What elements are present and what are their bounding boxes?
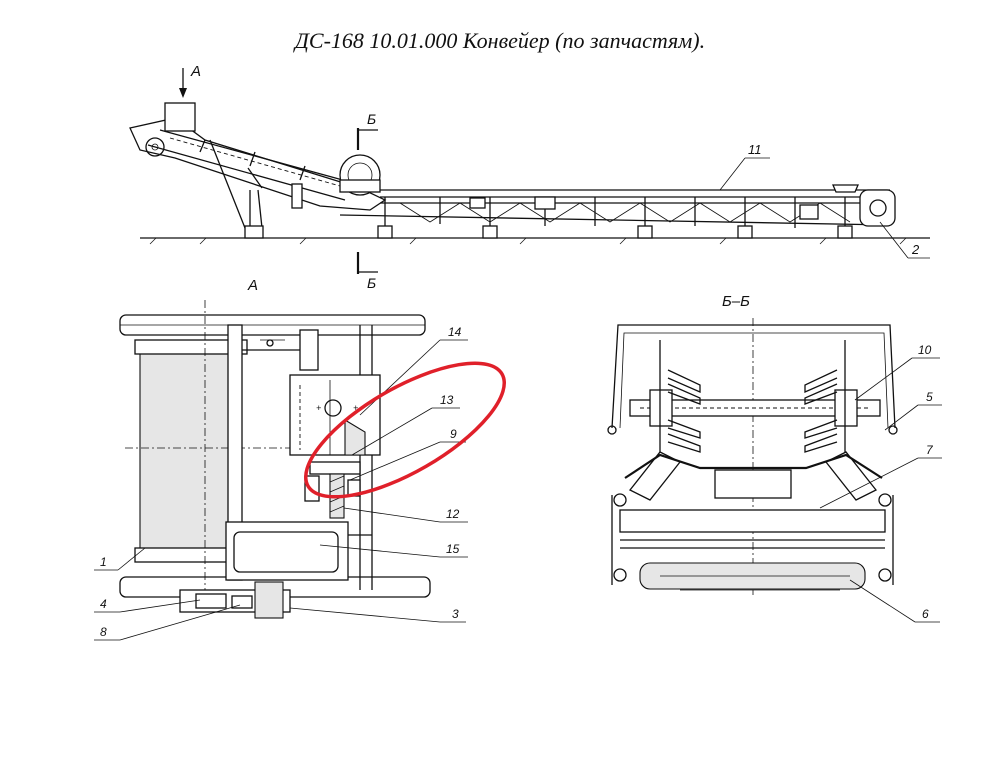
inclined-belt-section: [129, 102, 387, 239]
drive-drum: [339, 154, 381, 196]
highlight-ellipse: [304, 361, 506, 499]
callout-1: 1: [94, 547, 146, 571]
svg-text:+: +: [316, 403, 321, 413]
svg-text:2: 2: [911, 242, 920, 257]
callout-2: 2: [879, 221, 930, 259]
svg-text:4: 4: [100, 597, 107, 611]
callout-4: 4: [94, 597, 201, 613]
svg-text:+: +: [353, 403, 358, 413]
callout-6: 6: [849, 579, 940, 623]
callout-5: 5: [884, 390, 942, 431]
svg-text:11: 11: [748, 142, 762, 157]
view-arrow-a: А: [179, 63, 201, 98]
side-view: А Б Б 11 2: [129, 63, 930, 291]
callout-3: 3: [289, 607, 466, 623]
ground-line: [140, 237, 930, 245]
detail-a-label: А: [247, 277, 258, 294]
section-mark-bottom: Б: [367, 275, 376, 291]
callout-7: 7: [819, 443, 942, 509]
svg-text:10: 10: [918, 343, 932, 357]
section-bb: Б–Б: [607, 293, 942, 623]
svg-text:13: 13: [440, 393, 454, 407]
section-line-bb: Б Б: [356, 111, 378, 291]
svg-text:3: 3: [452, 607, 459, 621]
trough-idlers: [624, 451, 883, 501]
horizontal-belt-section: [339, 184, 896, 239]
callout-11: 11: [719, 142, 770, 191]
svg-text:6: 6: [922, 607, 929, 621]
callout-15: 15: [319, 542, 468, 558]
section-bb-label: Б–Б: [722, 293, 750, 310]
svg-text:14: 14: [448, 325, 462, 339]
detail-view-a: А + +: [94, 277, 506, 641]
callout-12: 12: [343, 507, 468, 523]
svg-text:7: 7: [926, 443, 934, 457]
callout-13: 13: [351, 393, 460, 456]
callout-8: 8: [94, 604, 241, 641]
section-mark-top: Б: [367, 111, 376, 127]
view-mark-a: А: [190, 63, 201, 80]
svg-text:9: 9: [450, 427, 457, 441]
svg-text:1: 1: [100, 555, 107, 569]
svg-text:15: 15: [446, 542, 460, 556]
drawing-title: ДС-168 10.01.000 Конвейер (по запчастям)…: [294, 28, 706, 53]
callout-10: 10: [854, 343, 940, 401]
svg-text:12: 12: [446, 507, 460, 521]
callout-14: 14: [359, 325, 468, 416]
svg-text:5: 5: [926, 390, 933, 404]
svg-text:8: 8: [100, 625, 107, 639]
